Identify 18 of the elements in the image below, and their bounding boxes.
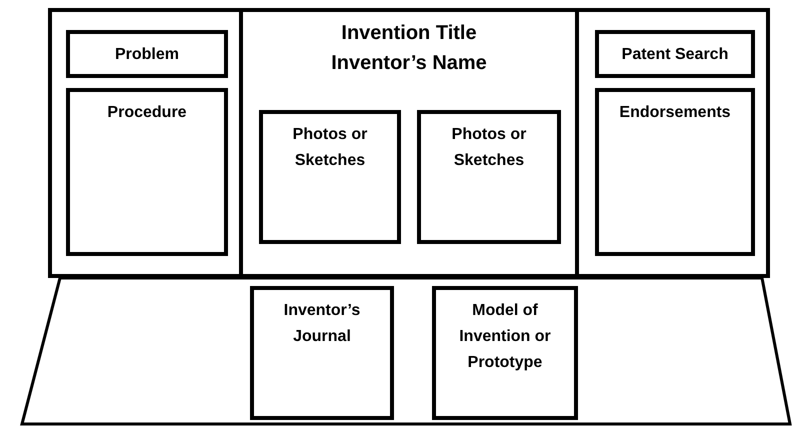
- panel-label: Patent Search: [622, 45, 728, 65]
- panel-label: Inventor’s Journal: [282, 301, 362, 347]
- panel-label: Model of Invention or Prototype: [458, 301, 552, 373]
- panel-label: Photos or Sketches: [292, 125, 368, 171]
- panel-label: Procedure: [107, 103, 187, 123]
- label-card: [595, 30, 755, 78]
- photo-card: [417, 110, 561, 244]
- label-card: [66, 30, 228, 78]
- panel-label: Problem: [114, 45, 179, 65]
- content-card: [432, 286, 578, 420]
- content-card: [250, 286, 394, 420]
- subtitle-text: Inventor’s Name: [331, 51, 487, 76]
- title-text: Invention Title: [341, 21, 477, 46]
- panel-label: Photos or Sketches: [450, 125, 528, 171]
- content-card: [66, 88, 228, 256]
- panel-label: Endorsements: [619, 103, 731, 123]
- photo-card: [259, 110, 401, 244]
- content-card: [595, 88, 755, 256]
